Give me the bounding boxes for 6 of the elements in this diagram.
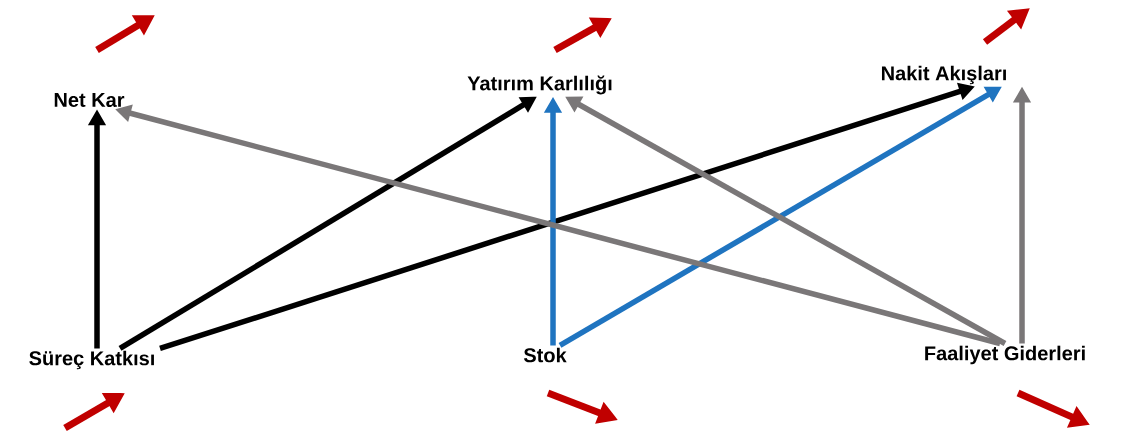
node-label: Nakit Akışları <box>882 65 1006 85</box>
node-label: Net Kar <box>54 93 125 107</box>
node-label: Yatırım Karlılığı <box>467 75 612 95</box>
node-label: Faaliyet Giderleri <box>925 345 1085 365</box>
node-label: Stok <box>523 347 567 363</box>
node-label: Süreç Katkısı <box>29 350 154 370</box>
